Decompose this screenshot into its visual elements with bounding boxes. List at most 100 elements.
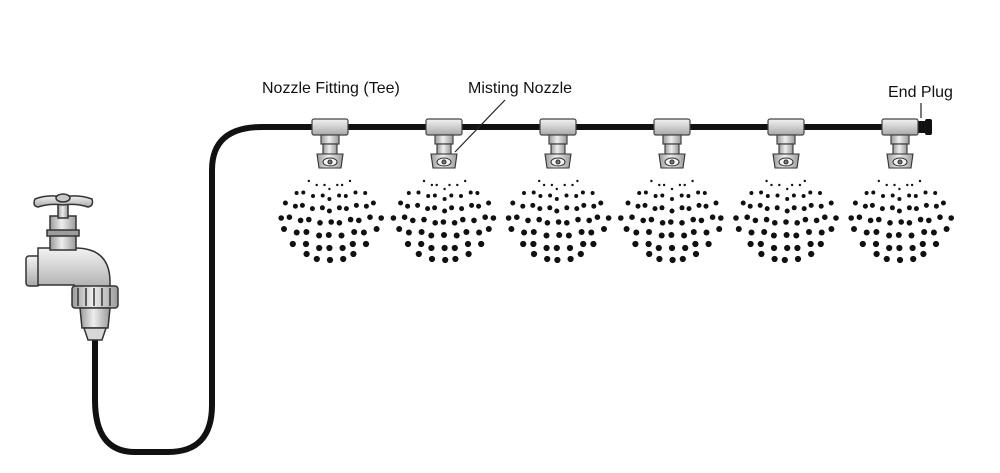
spray-dot bbox=[297, 217, 304, 224]
spray-dot bbox=[575, 216, 581, 223]
spray-dot bbox=[658, 183, 661, 187]
spray-dot bbox=[421, 216, 427, 223]
spray-dot bbox=[770, 183, 773, 187]
spray-dot bbox=[690, 216, 696, 223]
spray-dot bbox=[449, 205, 455, 211]
spray-dot bbox=[808, 202, 814, 208]
spray-dot bbox=[877, 179, 880, 183]
spray-dot bbox=[554, 256, 561, 264]
spray-dot bbox=[659, 220, 666, 226]
spray-dot bbox=[808, 190, 813, 195]
spray-dot bbox=[349, 240, 356, 248]
spray-dot bbox=[428, 244, 435, 252]
spray-dot bbox=[425, 206, 431, 212]
faucet-icon bbox=[25, 193, 119, 341]
spray-dot bbox=[937, 214, 943, 220]
spray-dot bbox=[564, 193, 569, 198]
spray-dot bbox=[432, 220, 439, 226]
spray-dot bbox=[590, 240, 597, 248]
spray-dot bbox=[452, 255, 459, 263]
misting-nozzle bbox=[658, 143, 686, 169]
spray-dot bbox=[893, 183, 896, 187]
spray-dot bbox=[336, 220, 343, 226]
spray-dot bbox=[576, 179, 579, 183]
spray-dot bbox=[542, 183, 546, 187]
tee-fitting bbox=[881, 118, 919, 145]
spray-dot bbox=[405, 203, 411, 209]
spray-dot bbox=[415, 250, 422, 258]
spray-dot bbox=[678, 183, 682, 187]
supply-hose bbox=[92, 124, 303, 455]
spray-dot bbox=[828, 200, 834, 206]
spray-dot bbox=[679, 205, 685, 211]
tee-fitting bbox=[539, 118, 577, 145]
spray-dot bbox=[752, 217, 759, 224]
spray-dot bbox=[669, 256, 676, 264]
spray-dot bbox=[521, 229, 528, 236]
spray-dot bbox=[591, 203, 597, 209]
spray-dot bbox=[577, 250, 584, 258]
misting-nozzle bbox=[886, 143, 914, 169]
spray-dot bbox=[686, 206, 692, 212]
spray-dot bbox=[896, 208, 902, 214]
spray-pattern bbox=[618, 179, 724, 264]
spray-dot bbox=[735, 226, 742, 232]
spray-dot bbox=[313, 255, 320, 263]
spray-dot bbox=[554, 208, 560, 214]
spray-dot bbox=[460, 216, 466, 223]
spray-dot bbox=[748, 229, 755, 236]
tee-fitting bbox=[653, 118, 691, 145]
spray-dot bbox=[326, 208, 332, 214]
spray-dot bbox=[718, 215, 724, 221]
spray-dot bbox=[698, 217, 705, 224]
spray-dot bbox=[761, 229, 768, 235]
spray-dot bbox=[885, 183, 888, 187]
spray-dot bbox=[580, 190, 585, 195]
spray-dot bbox=[668, 232, 675, 238]
spray-dot bbox=[340, 183, 344, 187]
spray-dot bbox=[692, 240, 699, 248]
spray-dot bbox=[416, 190, 421, 195]
spray-dot bbox=[328, 187, 331, 191]
spray-dot bbox=[702, 191, 707, 195]
spray-dot bbox=[770, 244, 778, 252]
spray-dot bbox=[818, 229, 825, 236]
spray-dot bbox=[679, 220, 685, 226]
spray-dot bbox=[547, 205, 553, 211]
spray-dot bbox=[633, 229, 640, 236]
spray-dot bbox=[740, 200, 746, 206]
spray-dot bbox=[867, 217, 874, 224]
spray-dot bbox=[451, 244, 458, 252]
misting-nozzle bbox=[316, 143, 344, 169]
spray-dot bbox=[478, 240, 485, 248]
spray-dot bbox=[432, 205, 438, 211]
spray-dot bbox=[398, 200, 404, 206]
spray-dot bbox=[692, 250, 700, 258]
spray-dot bbox=[442, 208, 448, 214]
spray-dot bbox=[588, 229, 595, 236]
spray-dot bbox=[881, 194, 885, 198]
spray-dot bbox=[328, 219, 335, 225]
spray-dot bbox=[426, 194, 431, 198]
spray-dot bbox=[933, 191, 938, 195]
spray-dot bbox=[544, 255, 551, 263]
spray-dot bbox=[785, 197, 790, 201]
spray-dot bbox=[485, 226, 492, 232]
spray-dot bbox=[565, 232, 572, 239]
spray-dot bbox=[940, 200, 946, 206]
spray-dot bbox=[913, 206, 919, 212]
spray-dot bbox=[490, 215, 497, 221]
spray-dot bbox=[336, 183, 339, 187]
spray-dot bbox=[292, 203, 298, 209]
spray-dot bbox=[605, 215, 612, 221]
misting-nozzle bbox=[544, 143, 572, 169]
spray-dot bbox=[309, 206, 315, 212]
spray-dot bbox=[758, 250, 765, 258]
spray-dot bbox=[889, 205, 895, 211]
spray-dot bbox=[646, 250, 653, 258]
spray-dot bbox=[618, 215, 624, 221]
spray-dot bbox=[759, 190, 764, 195]
spray-dot bbox=[909, 244, 916, 252]
spray-dot bbox=[350, 250, 357, 258]
